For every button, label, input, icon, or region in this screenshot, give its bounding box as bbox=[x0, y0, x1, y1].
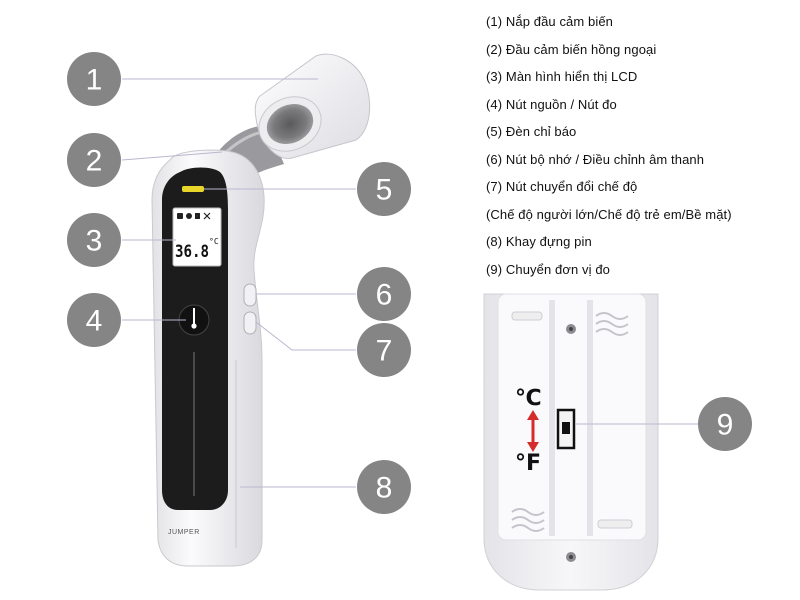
leader-line-7 bbox=[255, 321, 293, 351]
lcd-unit: °C bbox=[209, 237, 219, 246]
callout-8-number: 8 bbox=[376, 472, 393, 505]
callout-6-number: 6 bbox=[376, 279, 393, 312]
callout-7-number: 7 bbox=[376, 335, 393, 368]
legend-item-7: (7) Nút chuyển đổi chế độ bbox=[486, 179, 638, 194]
legend-item-7-note: (Chế độ người lớn/Chế độ trẻ em/Bề mặt) bbox=[486, 207, 732, 222]
legend-item-8: (8) Khay đựng pin bbox=[486, 234, 592, 249]
callout-8: 8 bbox=[357, 460, 411, 514]
lcd-display: 36.8 °C bbox=[172, 207, 222, 267]
unit-switch bbox=[556, 408, 576, 450]
legend-item-6: (6) Nút bộ nhớ / Điều chỉnh âm thanh bbox=[486, 152, 705, 167]
legend-item-3: (3) Màn hình hiển thị LCD bbox=[486, 69, 638, 84]
probe-cap bbox=[254, 53, 371, 159]
callout-4: 4 bbox=[67, 293, 121, 347]
callout-5-number: 5 bbox=[376, 174, 393, 207]
thermometer-device: 36.8 °C JUMPER bbox=[151, 125, 284, 567]
callout-6: 6 bbox=[357, 267, 411, 321]
mode-switch-button bbox=[243, 311, 257, 335]
unit-fahrenheit-label: °F bbox=[515, 451, 541, 476]
callout-2: 2 bbox=[67, 133, 121, 187]
legend-item-4: (4) Nút nguồn / Nút đo bbox=[486, 97, 617, 112]
callout-1: 1 bbox=[67, 52, 121, 106]
callout-9-number: 9 bbox=[717, 409, 734, 442]
callout-4-number: 4 bbox=[86, 305, 103, 338]
lcd-status-icons bbox=[177, 212, 211, 220]
leader-line-2 bbox=[121, 151, 223, 161]
battery-tray: ℃ °F bbox=[483, 293, 659, 591]
legend-item-9: (9) Chuyển đơn vị đo bbox=[486, 262, 610, 277]
callout-3: 3 bbox=[67, 213, 121, 267]
indicator-light bbox=[182, 186, 204, 192]
legend-item-5: (5) Đèn chỉ báo bbox=[486, 124, 577, 139]
memory-sound-button bbox=[243, 283, 257, 307]
callout-5: 5 bbox=[357, 162, 411, 216]
legend-item-2: (2) Đầu cảm biến hồng ngoại bbox=[486, 42, 657, 57]
brand-logo: JUMPER bbox=[168, 529, 200, 536]
switch-double-arrow-icon bbox=[527, 410, 539, 452]
callout-2-number: 2 bbox=[86, 145, 103, 178]
callout-1-number: 1 bbox=[86, 64, 103, 97]
leader-lines bbox=[121, 78, 698, 488]
legend-item-1: (1) Nắp đầu cảm biến bbox=[486, 14, 614, 29]
callout-3-number: 3 bbox=[86, 225, 103, 258]
unit-celsius-label: ℃ bbox=[515, 386, 542, 411]
lcd-temperature-reading: 36.8 bbox=[175, 242, 209, 262]
callout-9: 9 bbox=[698, 397, 752, 451]
callout-7: 7 bbox=[357, 323, 411, 377]
